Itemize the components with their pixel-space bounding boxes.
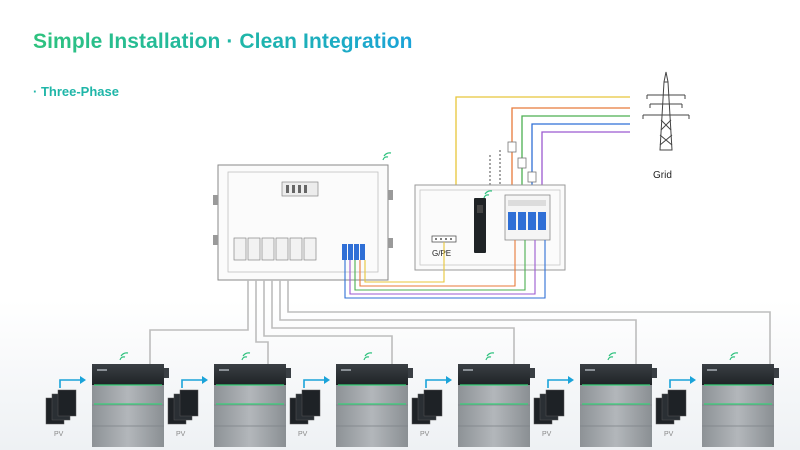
unit-group: PV	[167, 352, 291, 447]
solar-panel-icon	[411, 389, 443, 425]
pv-label: PV	[664, 431, 674, 438]
pv-label: PV	[54, 431, 64, 438]
solar-panel-icon	[655, 389, 687, 425]
unit-group: PV	[533, 352, 657, 447]
battery-inverter-cabinet	[580, 364, 657, 447]
battery-inverter-cabinet	[92, 364, 169, 447]
cabinet-breakers	[342, 244, 365, 260]
pv-label: PV	[176, 431, 186, 438]
unit-group: PV	[655, 352, 779, 447]
pv-label: PV	[298, 431, 308, 438]
wifi-icon	[363, 352, 373, 361]
inverter-units: PV PV PV PV PV PV	[45, 352, 779, 447]
pv-label: PV	[542, 431, 552, 438]
battery-inverter-cabinet	[336, 364, 413, 447]
cabinet-breaker-row	[233, 237, 317, 261]
unit-cables	[149, 280, 771, 372]
wifi-icon	[729, 352, 739, 361]
unit-group: PV	[411, 352, 535, 447]
wifi-icon	[119, 352, 129, 361]
wifi-icon	[382, 152, 392, 161]
battery-inverter-cabinet	[702, 364, 779, 447]
unit-group: PV	[289, 352, 413, 447]
battery-inverter-cabinet	[214, 364, 291, 447]
transmission-tower-icon	[642, 71, 690, 151]
solar-panel-icon	[167, 389, 199, 425]
current-sensors	[507, 141, 537, 183]
cabinet-hinges	[213, 190, 393, 248]
ground-bar-screws	[435, 238, 452, 240]
page-title: Simple Installation · Clean Integration	[33, 30, 413, 53]
main-breaker	[504, 194, 551, 241]
wifi-icon	[607, 352, 617, 361]
arrow-right-icon	[547, 376, 574, 388]
unit-group: PV	[45, 352, 169, 447]
battery-inverter-cabinet	[458, 364, 535, 447]
arrow-right-icon	[181, 376, 208, 388]
solar-panel-icon	[45, 389, 77, 425]
grid-label: Grid	[653, 170, 672, 181]
arrow-right-icon	[59, 376, 86, 388]
arrow-right-icon	[425, 376, 452, 388]
wifi-icon	[241, 352, 251, 361]
page-subtitle: · Three-Phase	[33, 84, 119, 99]
pv-label: PV	[420, 431, 430, 438]
ground-bar-label: G/PE	[432, 249, 451, 258]
arrow-right-icon	[669, 376, 696, 388]
wifi-icon	[485, 352, 495, 361]
cabinet-meter-wires	[344, 240, 546, 299]
wifi-icon	[483, 190, 493, 199]
arrow-right-icon	[303, 376, 330, 388]
solar-panel-icon	[289, 389, 321, 425]
solar-panel-icon	[533, 389, 565, 425]
